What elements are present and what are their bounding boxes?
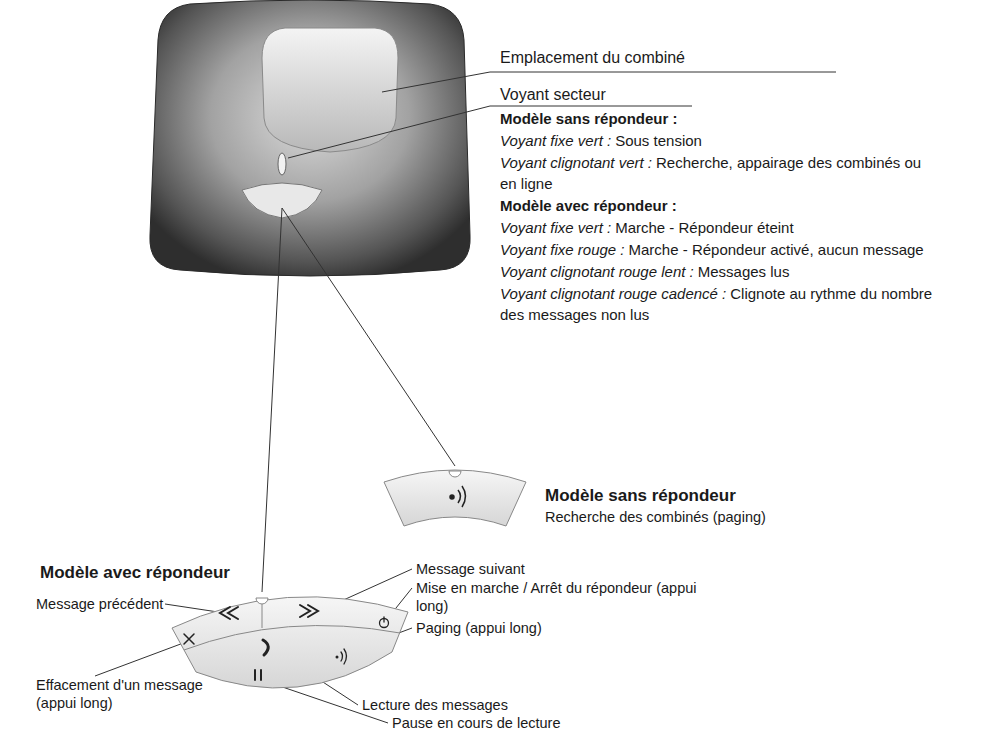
label-row: Effacement d'un message (appui long) (36, 676, 226, 712)
led-meaning: Marche - Répondeur activé, aucun message (629, 241, 924, 258)
model-heading: Modèle sans répondeur (545, 486, 736, 505)
label-row: Lecture des messages (362, 696, 582, 714)
label-group: Paging (appui long) (416, 619, 636, 637)
label-row: Message suivant (416, 560, 636, 578)
label-group: Message précédent (36, 595, 186, 613)
paging-panel (384, 470, 526, 526)
label-row: Voyant fixe vert :Sous tension (500, 130, 940, 151)
label-group: Effacement d'un message (appui long) (36, 676, 226, 712)
answering-panel (172, 597, 408, 688)
model-heading: Modèle avec répondeur : (500, 197, 677, 214)
led-state: Voyant fixe vert : (500, 132, 611, 149)
label-group: Emplacement du combiné (500, 49, 840, 67)
panel-notch (256, 598, 268, 604)
callout-label: Lecture des messages (362, 697, 508, 713)
led-meaning: Messages lus (698, 263, 790, 280)
led-state: Voyant fixe rouge : (500, 241, 625, 258)
label-group: Modèle sans répondeurRecherche des combi… (545, 485, 865, 526)
led-state: Voyant fixe vert : (500, 219, 611, 236)
label-group: Modèle sans répondeur : Voyant fixe vert … (500, 108, 940, 325)
label-row: Modèle avec répondeur (40, 562, 260, 584)
label-row: Voyant clignotant vert :Recherche, appai… (500, 152, 940, 194)
label-group: Message suivant (416, 560, 636, 578)
label-row: Modèle sans répondeur (545, 485, 865, 507)
callout-label: Voyant secteur (500, 86, 606, 103)
led-state: Voyant clignotant rouge lent : (500, 263, 694, 280)
label-group: Mise en marche / Arrêt du répondeur (app… (416, 579, 716, 615)
button-icons (184, 605, 389, 680)
label-group: Lecture des messages (362, 696, 582, 714)
led-meaning: Marche - Répondeur éteint (615, 219, 793, 236)
callout-label: Pause en cours de lecture (392, 715, 560, 731)
label-group: Modèle avec répondeur (40, 562, 260, 584)
led-meaning: Sous tension (615, 132, 702, 149)
label-row: Voyant clignotant rouge lent :Messages l… (500, 261, 940, 282)
handset-slot (262, 28, 398, 152)
callout-label: Mise en marche / Arrêt du répondeur (app… (416, 580, 696, 614)
callout-label: Paging (appui long) (416, 620, 542, 636)
label-row: Paging (appui long) (416, 619, 636, 637)
label-row: Voyant fixe rouge :Marche - Répondeur ac… (500, 239, 940, 260)
label-row: Modèle sans répondeur : (500, 108, 940, 129)
label-row: Voyant fixe vert :Marche - Répondeur éte… (500, 217, 940, 238)
callout-label: Effacement d'un message (appui long) (36, 677, 203, 711)
led-state: Voyant clignotant vert : (500, 154, 652, 171)
label-row: Modèle avec répondeur : (500, 195, 940, 216)
panel-notch (449, 471, 461, 477)
callout-label: Emplacement du combiné (500, 49, 685, 66)
paging-icon (450, 486, 466, 507)
label-row: Pause en cours de lecture (392, 714, 652, 732)
led-state: Voyant clignotant rouge cadencé : (500, 285, 726, 302)
label-row: Mise en marche / Arrêt du répondeur (app… (416, 579, 716, 615)
model-heading: Modèle sans répondeur : (500, 110, 678, 127)
power-led (278, 153, 286, 175)
label-group: Voyant secteur (500, 86, 720, 104)
base-body (150, 0, 470, 276)
label-row: Voyant clignotant rouge cadencé :Clignot… (500, 283, 940, 325)
callout-label: Message précédent (36, 596, 163, 612)
label-row: Message précédent (36, 595, 186, 613)
model-heading: Modèle avec répondeur (40, 563, 230, 582)
label-row: Voyant secteur (500, 86, 720, 104)
label-row: Emplacement du combiné (500, 49, 840, 67)
label-row: Recherche des combinés (paging) (545, 508, 865, 526)
callout-label: Message suivant (416, 561, 525, 577)
callout-label: Recherche des combinés (paging) (545, 509, 766, 525)
label-group: Pause en cours de lecture (392, 714, 652, 732)
panel-divider (184, 626, 400, 650)
